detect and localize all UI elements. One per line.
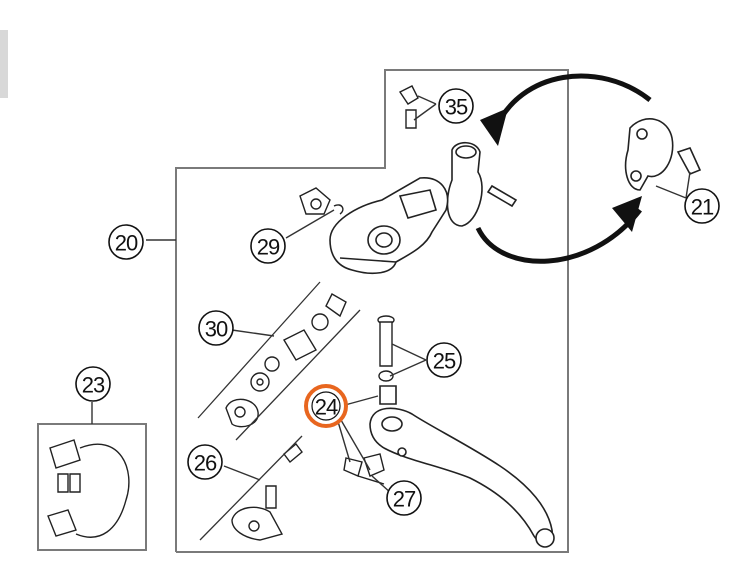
callout-30: 30	[198, 310, 234, 346]
callout-23: 23	[75, 366, 111, 402]
harness-part-23	[47, 439, 130, 538]
piston-kit-part-30	[225, 293, 347, 428]
clamp-half	[446, 141, 518, 227]
rotation-arrowhead-top	[480, 108, 508, 146]
fittings-part-35	[398, 85, 419, 129]
pin-part-25	[377, 315, 395, 382]
leader-lines	[91, 95, 691, 495]
adjuster-part-27	[343, 453, 385, 485]
rotation-arrows	[475, 73, 652, 264]
label-part-20: 20	[115, 231, 138, 256]
callout-20: 20	[108, 224, 144, 260]
clamp-part-21	[624, 118, 702, 191]
callout-25: 25	[426, 342, 462, 378]
rotation-arrowhead-bottom	[612, 196, 642, 232]
label-part-35: 35	[445, 95, 468, 120]
switch-guide-line	[199, 435, 303, 541]
callout-26: 26	[187, 444, 223, 480]
label-part-27: 27	[393, 487, 416, 512]
label-part-21: 21	[691, 195, 714, 220]
label-part-29: 29	[257, 235, 280, 260]
label-part-23: 23	[82, 373, 105, 398]
master-cylinder-body	[329, 177, 449, 275]
callout-24-highlighted: 24	[304, 384, 348, 428]
assembly-20-outline	[175, 69, 569, 553]
fitting-part-29	[299, 187, 344, 215]
callout-29: 29	[250, 228, 286, 264]
label-part-30: 30	[205, 317, 228, 342]
callout-27: 27	[386, 480, 422, 516]
label-part-26: 26	[194, 451, 217, 476]
left-edge-mark	[0, 30, 8, 98]
label-part-25: 25	[433, 349, 456, 374]
piston-kit-guide-top	[197, 281, 321, 419]
callout-21: 21	[684, 188, 720, 224]
lever-part-24	[369, 385, 555, 548]
callout-35: 35	[438, 88, 474, 124]
label-part-24: 24	[315, 395, 338, 420]
piston-kit-guide-bottom	[235, 309, 361, 441]
switch-part-26	[231, 442, 303, 541]
